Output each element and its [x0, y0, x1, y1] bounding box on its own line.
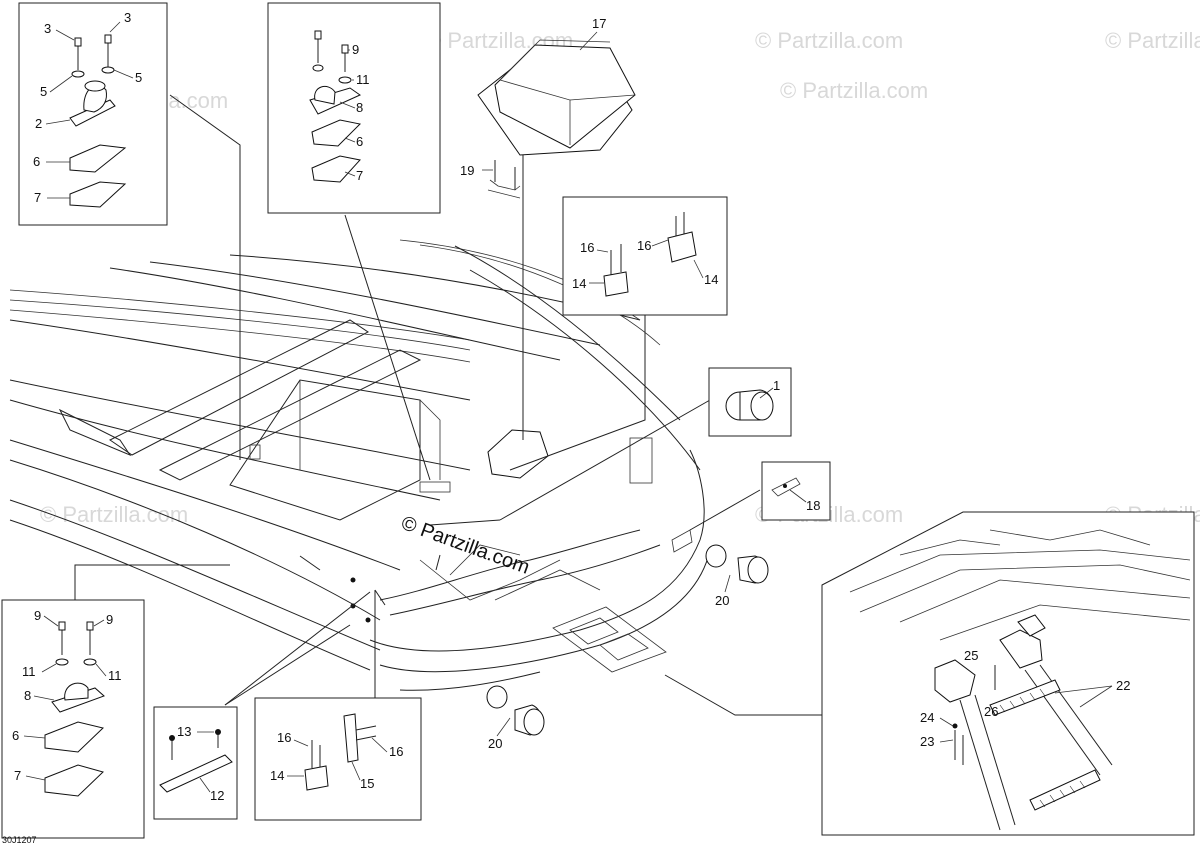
callout-16: 16 — [277, 730, 291, 745]
leader-lines — [74, 94, 825, 716]
storage-cover-17: 17 — [477, 16, 636, 156]
watermark-faint: © Partzilla.com — [1105, 28, 1200, 53]
callout-9: 9 — [106, 612, 113, 627]
fitting-20-right: 20 — [705, 544, 769, 608]
callout-19: 19 — [460, 163, 474, 178]
callout-18: 18 — [806, 498, 820, 513]
detail-box-engine-mount-front: 3 3 5 5 2 6 7 — [18, 2, 168, 226]
detail-box-drain-plug-1: 1 — [708, 367, 792, 437]
callout-20: 20 — [488, 736, 502, 751]
detail-box-engine-mount-rear: 9 11 8 6 7 — [267, 2, 441, 214]
callout-16: 16 — [580, 240, 594, 255]
callout-16: 16 — [637, 238, 651, 253]
callout-3: 3 — [124, 10, 131, 25]
callout-9: 9 — [352, 42, 359, 57]
rivets-19: 19 — [460, 160, 521, 199]
callout-6: 6 — [356, 134, 363, 149]
callout-7: 7 — [356, 168, 363, 183]
callout-2: 2 — [35, 116, 42, 131]
callout-14: 14 — [572, 276, 586, 291]
detail-box-boarding-ladder: 25 26 24 23 22 — [821, 511, 1195, 836]
detail-box-strip-12: 13 12 — [153, 706, 238, 820]
callout-8: 8 — [24, 688, 31, 703]
detail-box-brackets-top: 16 14 16 14 — [562, 196, 728, 316]
callout-8: 8 — [356, 100, 363, 115]
watermark-faint: © Partzilla.com — [40, 502, 188, 527]
detail-box-brackets-bottom: 16 16 14 15 — [254, 697, 422, 821]
callout-26: 26 — [984, 704, 998, 719]
callout-24: 24 — [920, 710, 934, 725]
callout-6: 6 — [33, 154, 40, 169]
callout-6: 6 — [12, 728, 19, 743]
callout-12: 12 — [210, 788, 224, 803]
callout-20: 20 — [715, 593, 729, 608]
transom-plate — [552, 606, 667, 673]
detail-box-engine-mount-bottom: 9 9 11 11 8 6 7 — [1, 599, 145, 839]
callout-17: 17 — [592, 16, 606, 31]
callout-25: 25 — [964, 648, 978, 663]
callout-11: 11 — [22, 664, 36, 679]
callout-7: 7 — [14, 768, 21, 783]
hull-deck — [9, 239, 711, 691]
callout-13: 13 — [177, 724, 191, 739]
callout-15: 15 — [360, 776, 374, 791]
callout-7: 7 — [34, 190, 41, 205]
diagram-code: 30J1207 — [2, 835, 37, 845]
callout-16: 16 — [389, 744, 403, 759]
callout-9: 9 — [34, 608, 41, 623]
callout-5: 5 — [40, 84, 47, 99]
watermark-faint: © Partzilla.com — [780, 78, 928, 103]
fitting-20-left: 20 — [486, 685, 545, 751]
callout-23: 23 — [920, 734, 934, 749]
detail-box-18: 18 — [761, 461, 831, 521]
callout-11: 11 — [356, 72, 370, 87]
callout-22: 22 — [1116, 678, 1130, 693]
callout-11: 11 — [108, 668, 122, 683]
callout-14: 14 — [270, 768, 284, 783]
callout-3: 3 — [44, 21, 51, 36]
callout-5: 5 — [135, 70, 142, 85]
callout-1: 1 — [773, 378, 780, 393]
callout-14: 14 — [704, 272, 718, 287]
watermark-faint: © Partzilla.com — [755, 28, 903, 53]
